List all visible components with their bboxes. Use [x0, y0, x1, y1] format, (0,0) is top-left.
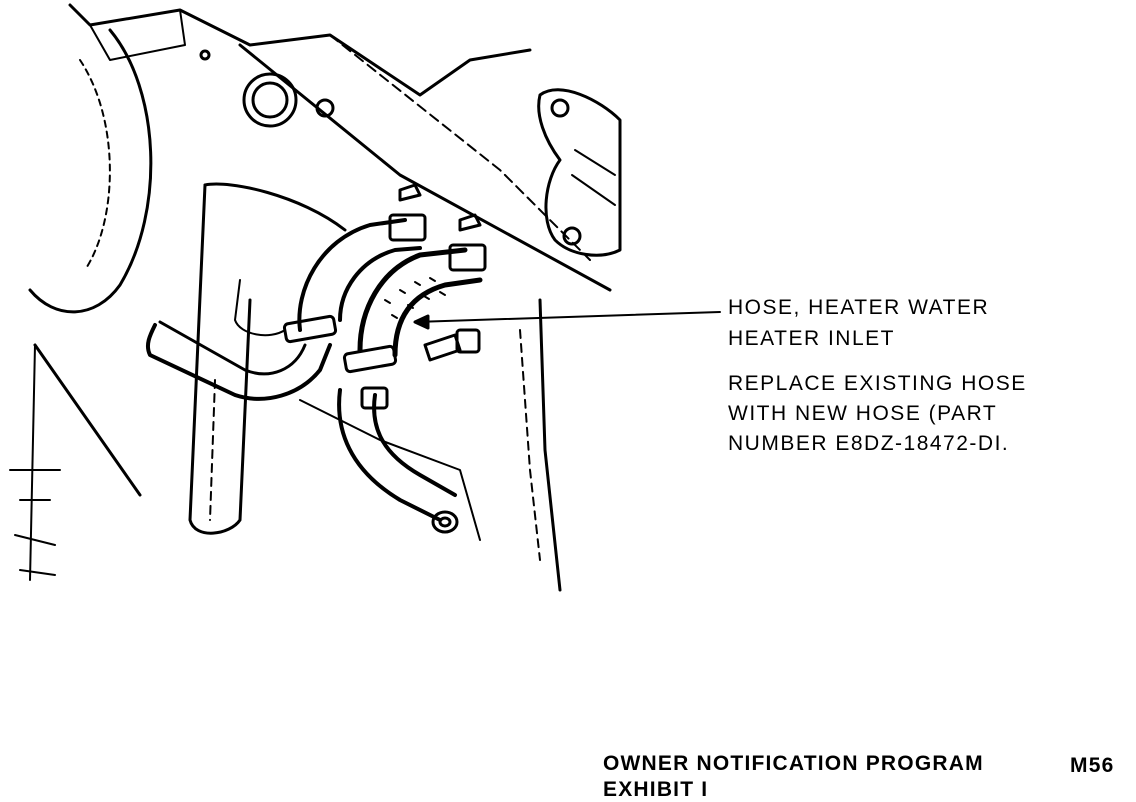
- right-bracket: [537, 88, 622, 257]
- left-strut: [33, 343, 142, 497]
- heater-inlet-stipple: [384, 277, 446, 319]
- clamp-bolt-1: [398, 183, 422, 202]
- boss-ring-inner: [251, 81, 289, 119]
- callout-label-line-2: HEATER INLET: [728, 327, 895, 350]
- engine-block-diagonal: [238, 43, 612, 292]
- lower-panel-edge: [203, 182, 347, 232]
- callout-label-line-1: HOSE, HEATER WATER: [728, 296, 990, 319]
- bracket-hatch-2: [571, 174, 616, 206]
- footer-exhibit: EXHIBIT I: [603, 778, 709, 801]
- lower-frame: [299, 399, 481, 541]
- engine-block-diagonal-2: [329, 34, 591, 261]
- engine-block-panel: [89, 9, 186, 61]
- left-housing-arc: [28, 28, 153, 314]
- boss-ring-outer: [242, 72, 298, 128]
- hose-clamp-4: [448, 243, 487, 272]
- upper-left-hose: [297, 218, 407, 332]
- hose-end-outlet-inner: [438, 516, 452, 528]
- callout-leader-line: [414, 311, 721, 323]
- vertical-edge-right: [538, 298, 562, 592]
- lower-panel-outline: [188, 183, 252, 535]
- lower-down-hose-2: [372, 393, 457, 497]
- bracket-hole-2: [562, 226, 582, 246]
- left-strut-2: [29, 344, 36, 581]
- left-housing-inner-arc: [79, 59, 111, 271]
- lower-clamp: [360, 386, 389, 410]
- hose-clamp-3: [388, 213, 427, 242]
- left-strut-ticks: [9, 469, 61, 576]
- footer-program-code: M56: [1070, 754, 1115, 777]
- sender-tip: [455, 328, 481, 354]
- instruction-line-2: WITH NEW HOSE (PART: [728, 402, 998, 425]
- lower-down-hose: [337, 388, 442, 522]
- lower-left-hose: [145, 323, 332, 401]
- bracket-hatch-1: [574, 149, 616, 176]
- heater-inlet-hose: [357, 247, 468, 353]
- hose-clamp-2: [342, 344, 398, 374]
- clamp-bolt-2: [458, 213, 482, 232]
- lower-panel-dashed: [209, 379, 216, 521]
- callout-arrowhead: [413, 314, 430, 330]
- instruction-line-1: REPLACE EXISTING HOSE: [728, 372, 1027, 395]
- lower-left-hose-inner: [158, 320, 307, 376]
- footer-program-title: OWNER NOTIFICATION PROGRAM: [603, 752, 984, 775]
- temperature-sender: [423, 333, 462, 362]
- bracket-hole-1: [550, 98, 570, 118]
- instruction-line-3: NUMBER E8DZ-18472-DI.: [728, 432, 1010, 455]
- vertical-edge-right-2: [519, 329, 541, 561]
- hose-clamp-1: [282, 314, 338, 344]
- mount-hole-1: [199, 49, 211, 61]
- engine-block-top-edge: [68, 3, 532, 97]
- upper-left-hose-2: [338, 246, 422, 322]
- lower-panel-slot: [234, 279, 286, 337]
- heater-inlet-hose-2: [392, 277, 483, 358]
- hose-end-outlet: [431, 510, 459, 534]
